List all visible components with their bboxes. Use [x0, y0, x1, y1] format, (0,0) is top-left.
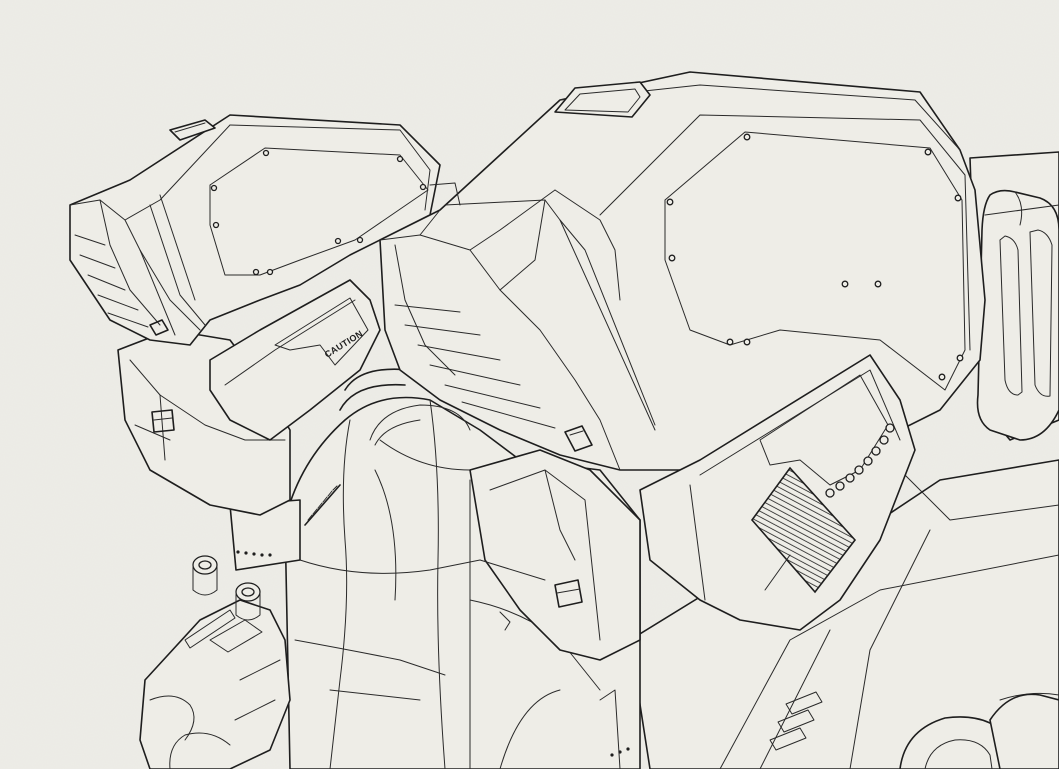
right-missile-pod [379, 71, 986, 661]
left-arm [139, 484, 341, 769]
connectors [429, 182, 630, 769]
right-hull [969, 151, 1059, 441]
panel-studs [825, 423, 895, 498]
right-grille-panel [639, 354, 916, 631]
left-caution-panel: CAUTION [209, 279, 381, 441]
clamp-rivets [236, 550, 272, 557]
